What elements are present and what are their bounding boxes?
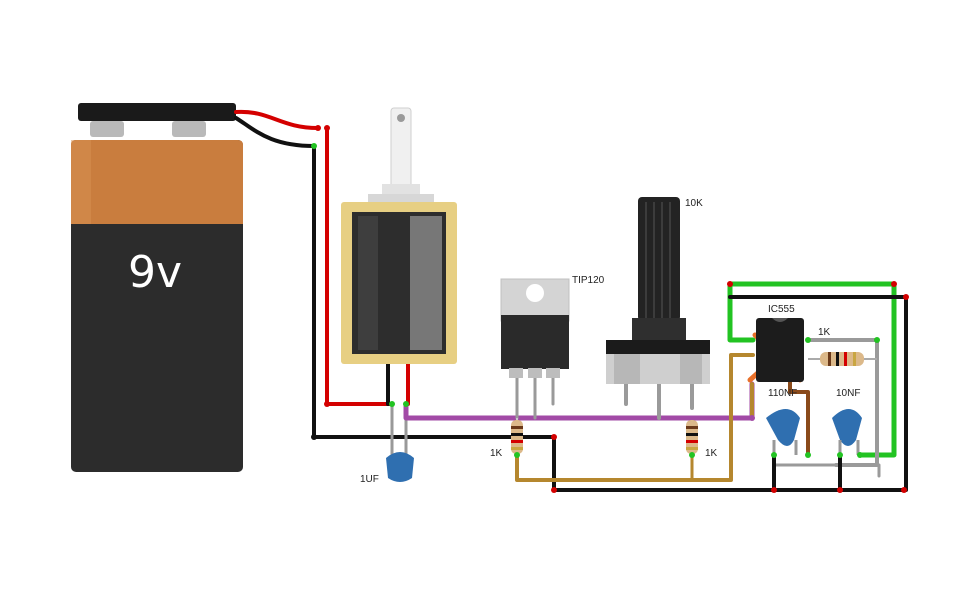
- resistor-pot-label: 1K: [705, 448, 718, 459]
- junctions: [311, 125, 909, 493]
- battery-red-lead: [234, 109, 320, 130]
- potentiometer-10k: 10K: [606, 197, 710, 384]
- transistor-label: TIP120: [572, 275, 605, 286]
- green-wire-top: [727, 281, 897, 458]
- potentiometer-label: 10K: [685, 198, 703, 209]
- resistor-base-label: 1K: [490, 448, 503, 459]
- solenoid: [341, 107, 457, 364]
- capacitor-10nf-label: 10NF: [836, 388, 860, 399]
- transistor-tip120: TIP120: [500, 275, 605, 378]
- resistor-base-1k: 1K: [490, 418, 523, 459]
- resistor-ic-label: 1K: [818, 327, 831, 338]
- capacitor-1uf: 1UF: [360, 452, 414, 485]
- capacitor-10nf: 10NF: [832, 388, 862, 455]
- wires: [234, 109, 908, 492]
- battery-label: 9v: [128, 247, 182, 298]
- purple-wire: [403, 381, 755, 421]
- resistor-pot-1k: 1K: [686, 420, 718, 459]
- resistor-ic-1k: 1K: [808, 327, 877, 366]
- capacitor-110nf: 110NF: [766, 388, 800, 455]
- battery-black-lead: [234, 116, 316, 148]
- ic-label: IC555: [768, 304, 795, 315]
- capacitor-110nf-label: 110NF: [768, 388, 797, 399]
- ic-555: IC555: [756, 304, 804, 382]
- orange-wire: [515, 353, 755, 482]
- capacitor-1uf-label: 1UF: [360, 474, 379, 485]
- battery-9v: 9v: [71, 103, 243, 472]
